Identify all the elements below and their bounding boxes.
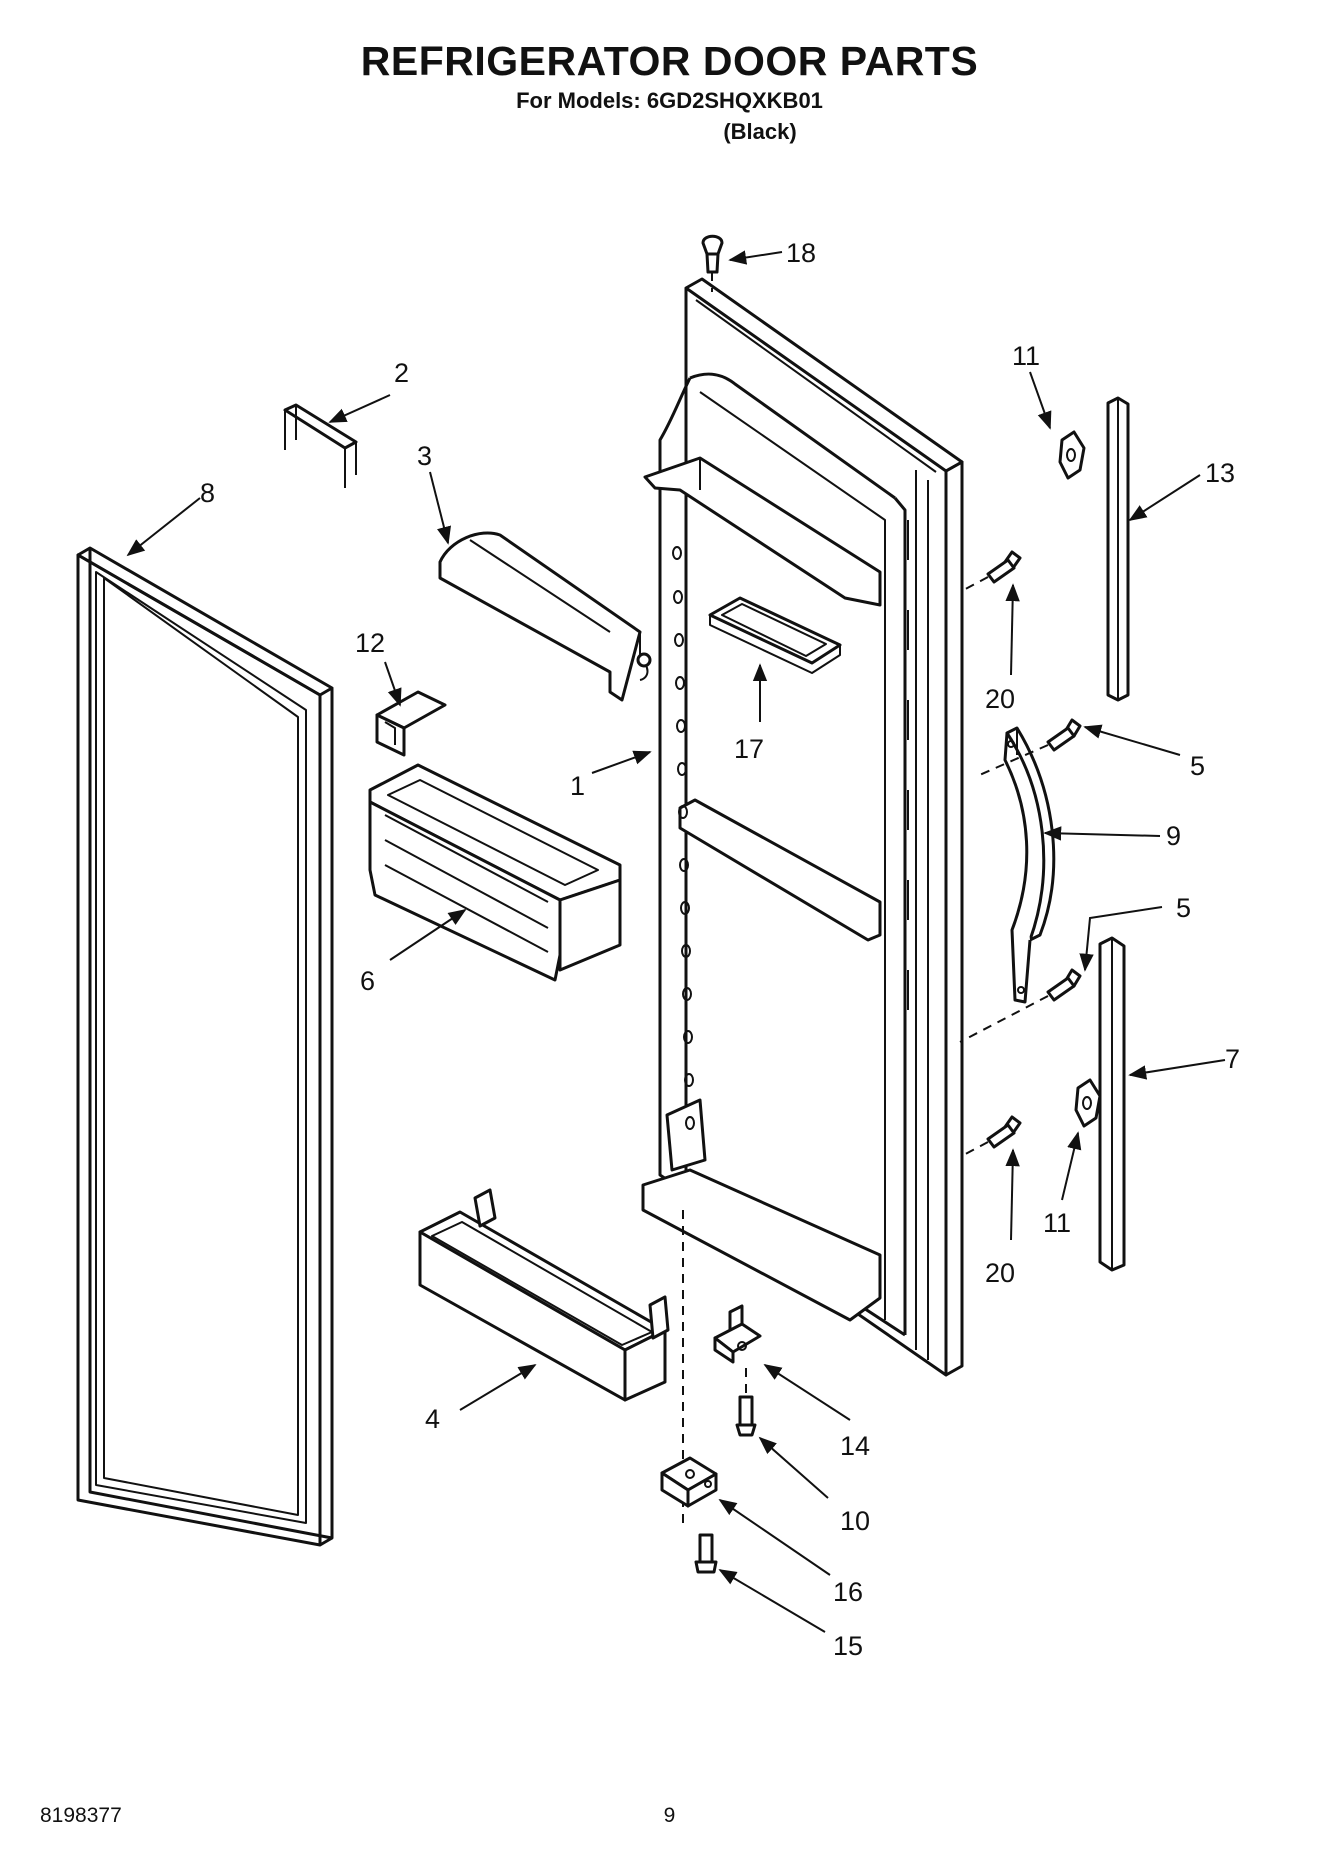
part-20-screw-lower xyxy=(959,1115,1022,1158)
part-11-clip-upper xyxy=(1058,430,1086,480)
callout-11a: 11 xyxy=(1012,341,1040,371)
part-11-clip-lower xyxy=(1074,1078,1102,1128)
callout-2: 2 xyxy=(394,358,409,388)
callout-9: 9 xyxy=(1166,821,1181,851)
callout-11b: 11 xyxy=(1043,1208,1071,1238)
callout-16: 16 xyxy=(833,1577,863,1607)
part-1-door-liner xyxy=(641,277,964,1377)
part-20-screw-upper xyxy=(959,550,1022,593)
model-variant: (Black) xyxy=(723,119,797,144)
part-7-trim-lower xyxy=(1098,936,1126,1272)
part-5-screw-upper xyxy=(974,718,1082,778)
callout-18: 18 xyxy=(786,238,816,268)
part-5-screw-lower xyxy=(959,968,1082,1043)
part-14-hinge-bracket xyxy=(713,1304,762,1364)
part-6-door-bin xyxy=(368,763,622,982)
callout-3: 3 xyxy=(417,441,432,471)
callout-4: 4 xyxy=(425,1404,440,1434)
part-12-bracket xyxy=(375,690,447,757)
part-15-screw xyxy=(694,1533,718,1574)
callout-1: 1 xyxy=(570,771,585,801)
callout-20a: 20 xyxy=(985,684,1015,714)
callout-6: 6 xyxy=(360,966,375,996)
callout-labels: 18 2 3 8 12 1 17 6 4 11 13 20 5 9 5 7 11… xyxy=(200,238,1240,1661)
page-title: REFRIGERATOR DOOR PARTS xyxy=(360,38,979,84)
callout-17: 17 xyxy=(734,734,764,764)
part-18-plug-screw xyxy=(701,234,724,292)
leader-lines xyxy=(126,250,1226,1633)
part-2-clip xyxy=(283,403,358,488)
part-9-door-handle xyxy=(1003,726,1056,1004)
page-number: 9 xyxy=(663,1804,676,1827)
part-16-lower-hinge xyxy=(660,1456,718,1508)
part-4-door-shelf xyxy=(418,1188,670,1402)
callout-15: 15 xyxy=(833,1631,863,1661)
callout-8: 8 xyxy=(200,478,215,508)
part-17-dairy-bin xyxy=(708,596,842,674)
part-8-door-gasket xyxy=(76,546,334,1547)
callout-7: 7 xyxy=(1225,1044,1240,1074)
part-13-trim-upper xyxy=(1106,396,1130,702)
callout-12: 12 xyxy=(355,628,385,658)
models-line: For Models: 6GD2SHQXKB01 xyxy=(516,88,823,113)
callout-20b: 20 xyxy=(985,1258,1015,1288)
callout-5b: 5 xyxy=(1176,893,1191,923)
callout-14: 14 xyxy=(840,1431,870,1461)
callout-5a: 5 xyxy=(1190,751,1205,781)
document-number: 8198377 xyxy=(40,1804,122,1827)
callout-13: 13 xyxy=(1205,458,1235,488)
part-3-bin-cover xyxy=(438,531,652,702)
part-10-screw xyxy=(735,1368,757,1437)
callout-10: 10 xyxy=(840,1506,870,1536)
